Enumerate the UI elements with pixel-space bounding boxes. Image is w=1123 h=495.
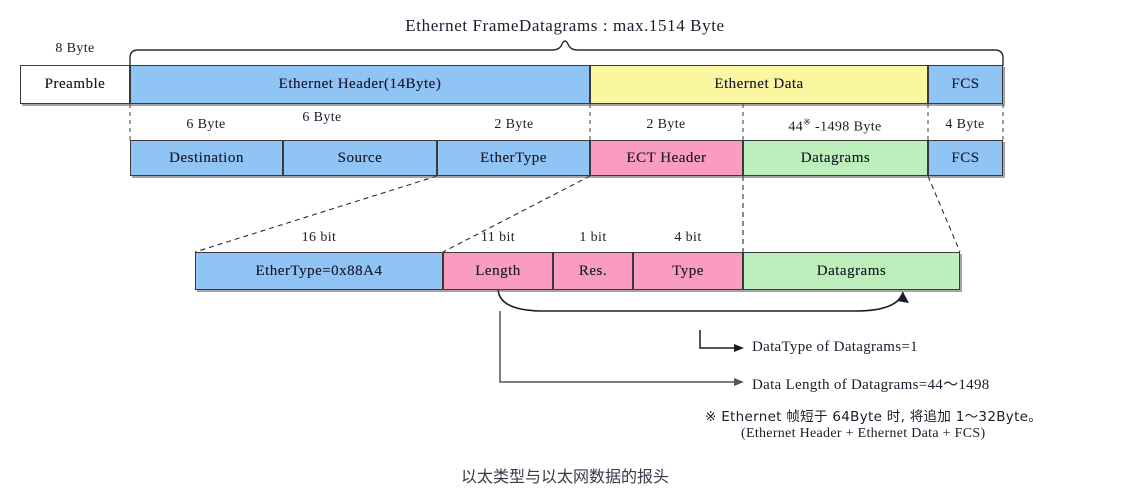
row2-cell-destination[interactable]: Destination [130, 140, 283, 176]
row2-cell-destination-label: Destination [169, 149, 244, 166]
row3-size-type: 4 bit [674, 230, 702, 245]
row1-cell-fcs[interactable]: FCS [928, 65, 1003, 104]
row2-size-datagrams: 44※ -1498 Byte [788, 117, 881, 136]
row1-cell-ethernet-header-label: Ethernet Header(14Byte) [278, 76, 442, 92]
row3-cell-ethertype-value-label: EtherType=0x88A4 [255, 262, 383, 279]
row3-size-res: 1 bit [579, 230, 607, 245]
row2-size-source: 6 Byte [302, 110, 342, 125]
datalength-leader [499, 311, 744, 386]
row3-cell-type[interactable]: Type [633, 252, 743, 290]
annotation-datatype: DataType of Datagrams=1 [752, 339, 918, 355]
row1-cell-preamble-label: Preamble [44, 76, 106, 92]
row2-size-ethertype: 2 Byte [494, 117, 534, 132]
row3-cell-datagrams-label: Datagrams [816, 262, 887, 279]
row2-cell-source-label: Source [337, 149, 383, 166]
row1-cell-ethernet-data-label: Ethernet Data [714, 76, 804, 92]
row3-cell-length[interactable]: Length [443, 252, 553, 290]
row2-cell-fcs[interactable]: FCS [928, 140, 1003, 176]
row3-cell-datagrams[interactable]: Datagrams [743, 252, 960, 290]
figure-caption: 以太类型与以太网数据的报头 [460, 467, 670, 486]
row2-cell-source[interactable]: Source [283, 140, 437, 176]
row2-cell-datagrams-label: Datagrams [800, 149, 871, 166]
annotation-datalength: Data Length of Datagrams=44～1498 [752, 377, 990, 393]
row1-cell-fcs-label: FCS [951, 76, 980, 92]
row2-cell-ethertype[interactable]: EtherType [437, 140, 590, 176]
row1-cell-ethernet-data[interactable]: Ethernet Data [590, 65, 928, 104]
row2-size-destination: 6 Byte [186, 117, 226, 132]
row2-cell-ect-header-label: ECT Header [626, 149, 707, 166]
row3-size-length: 11 bit [480, 230, 516, 245]
frame-brace [129, 40, 1004, 66]
footnote-mark: ※ [705, 409, 717, 425]
row1-cell-preamble[interactable]: Preamble [20, 65, 130, 104]
row2-size-datagrams-num: 44 [788, 119, 804, 135]
row2-cell-ect-header[interactable]: ECT Header [590, 140, 743, 176]
row1-cell-ethernet-header[interactable]: Ethernet Header(14Byte) [130, 65, 590, 104]
row3-cell-res[interactable]: Res. [553, 252, 633, 290]
footnote-mark-superscript: ※ [803, 117, 812, 127]
row3-cell-res-label: Res. [578, 262, 608, 279]
row3-cell-type-label: Type [672, 262, 704, 279]
preamble-size-label: 8 Byte [55, 41, 95, 56]
diagram-title: Ethernet FrameDatagrams : max.1514 Byte [405, 16, 725, 35]
row3-cell-length-label: Length [475, 262, 521, 279]
row3-cell-ethertype-value[interactable]: EtherType=0x88A4 [195, 252, 443, 290]
row2-cell-ethertype-label: EtherType [480, 149, 547, 166]
datatype-leader [699, 330, 744, 352]
annotation-footnote-line1: ※ Ethernet 帧短于 64Byte 时, 将追加 1～32Byte。 [705, 405, 1042, 425]
row2-size-fcs: 4 Byte [945, 117, 985, 132]
length-to-datagrams-arrow [497, 287, 909, 312]
row2-cell-fcs-label: FCS [951, 149, 980, 166]
row3-size-ethertype: 16 bit [301, 230, 337, 245]
row2-cell-datagrams[interactable]: Datagrams [743, 140, 928, 176]
row2-size-datagrams-range: -1498 Byte [815, 119, 882, 135]
row2-size-ect-header: 2 Byte [646, 117, 686, 132]
annotation-footnote-line2: (Ethernet Header + Ethernet Data + FCS) [741, 426, 986, 441]
footnote-text-1: Ethernet 帧短于 64Byte 时, 将追加 1～32Byte。 [721, 409, 1043, 425]
